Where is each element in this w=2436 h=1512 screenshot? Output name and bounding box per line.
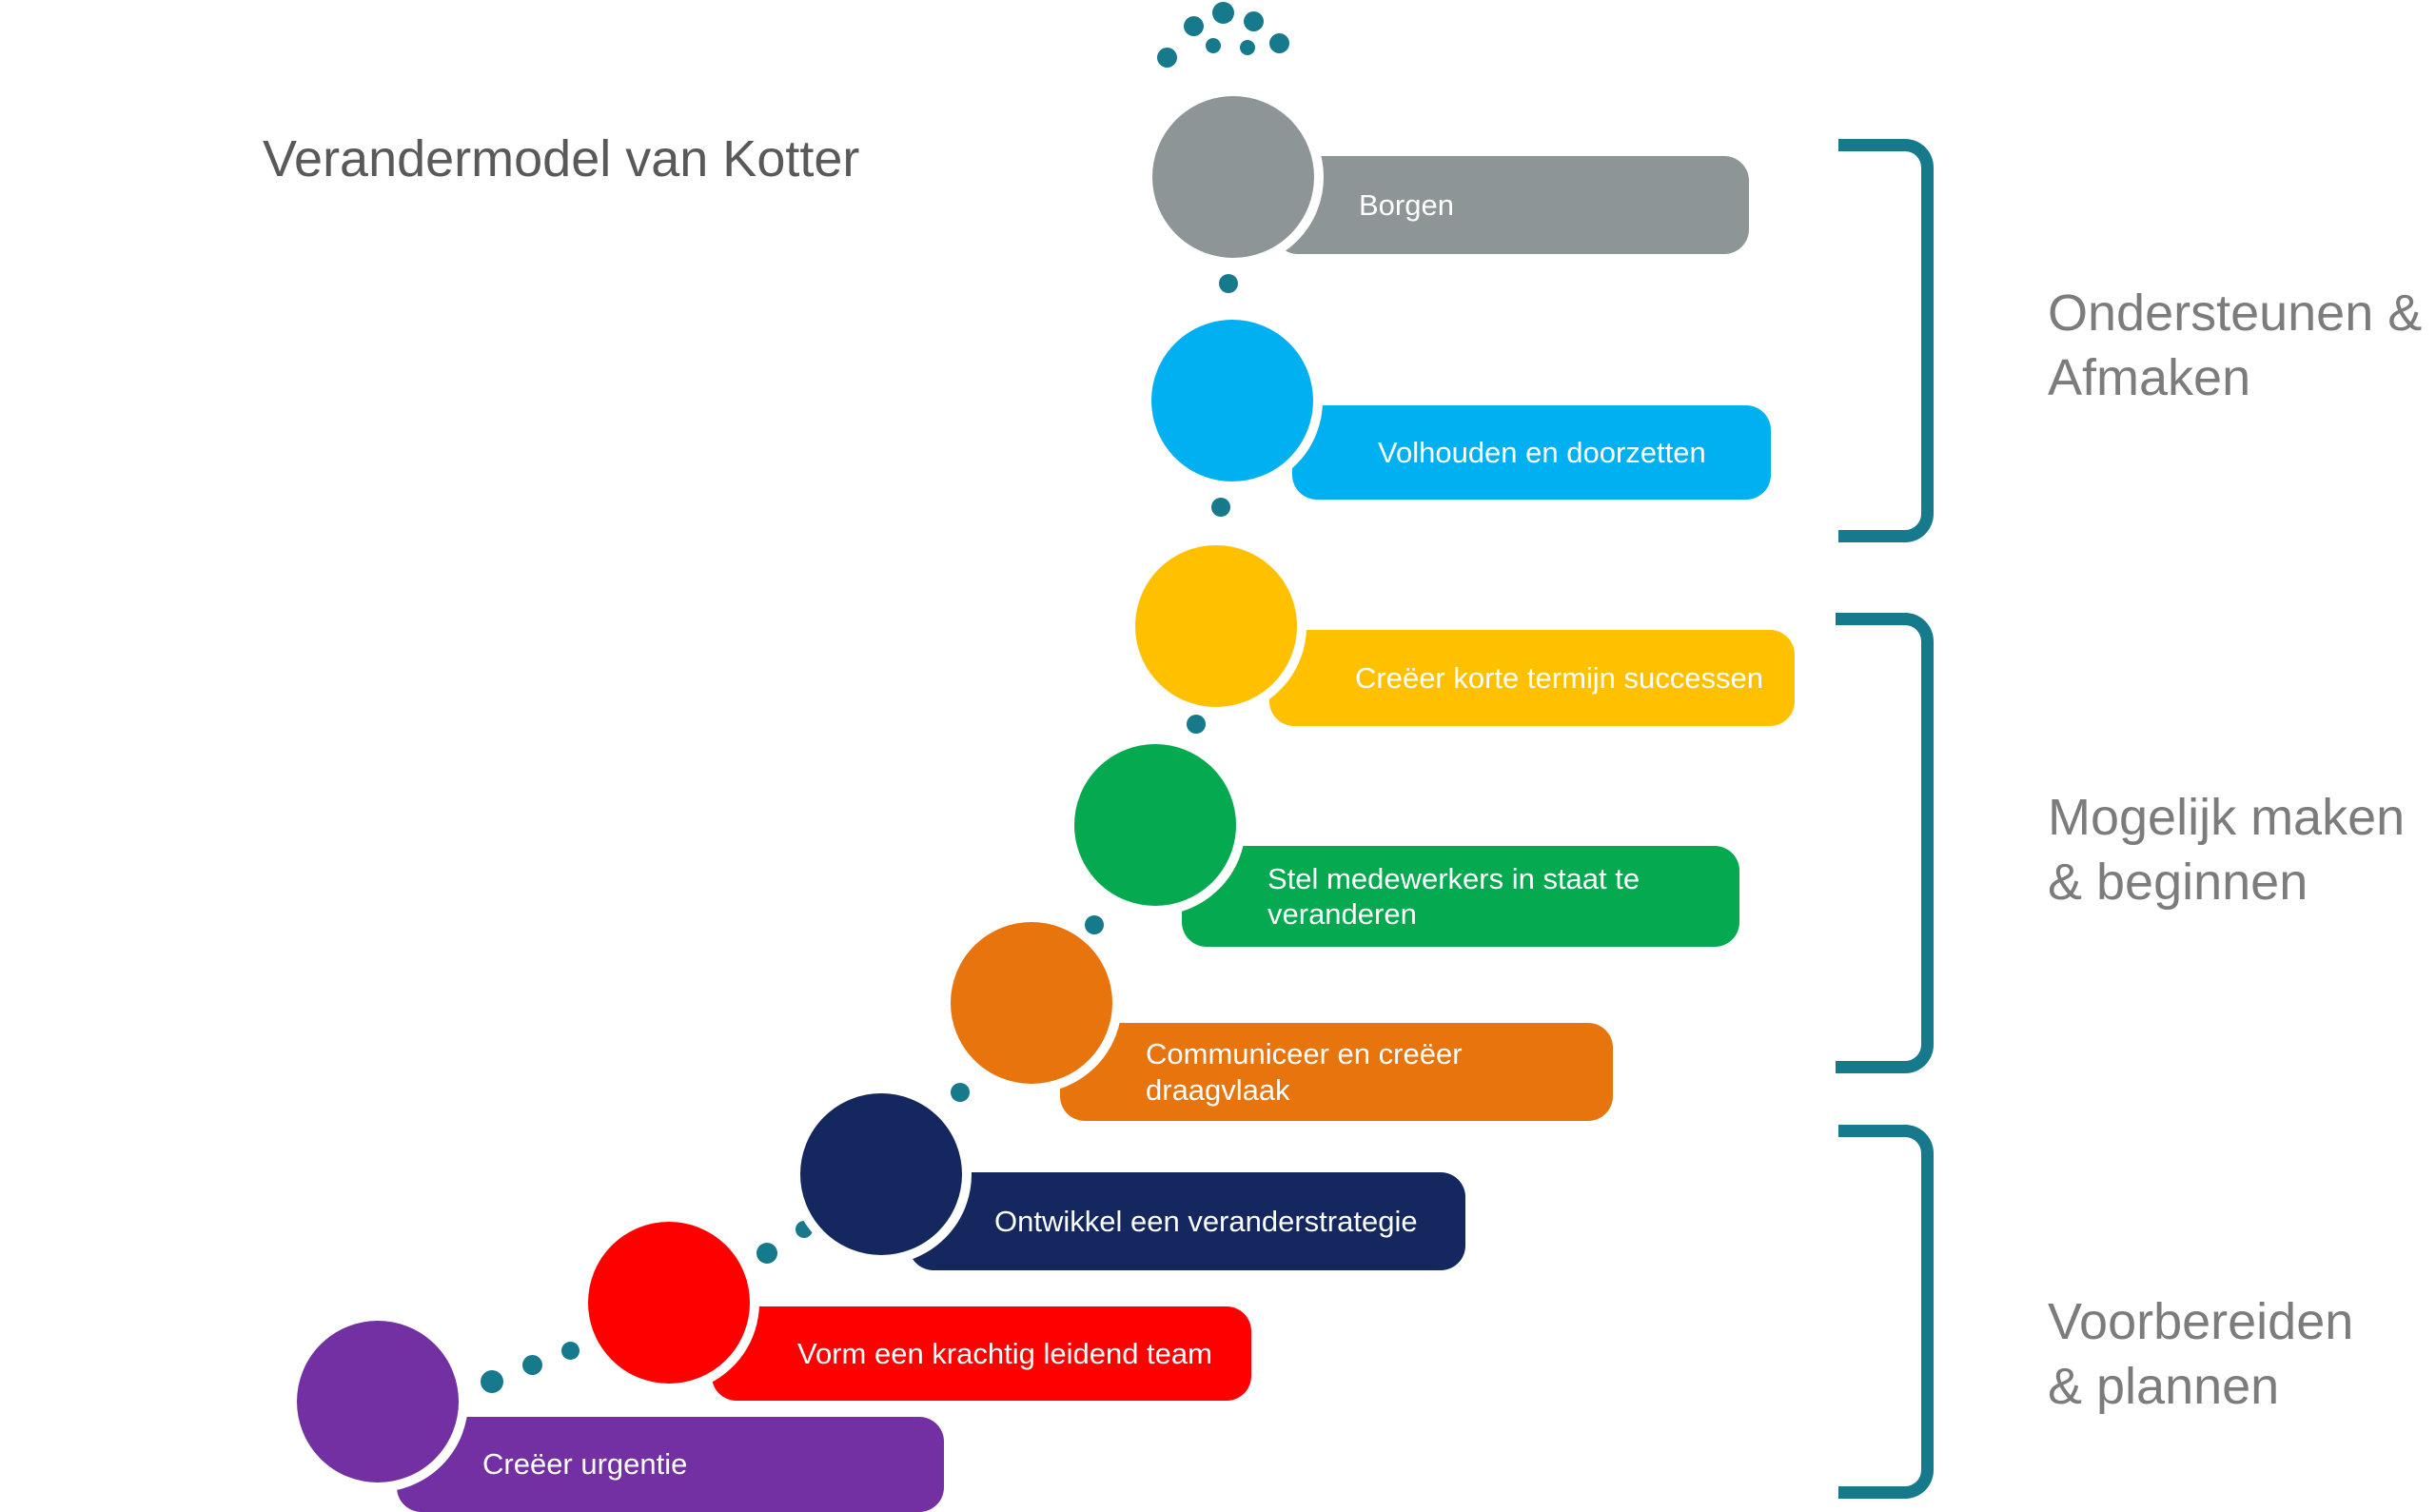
connector-dot-icon — [522, 1355, 542, 1375]
step-label: Borgen — [1359, 187, 1454, 222]
phase-label-line: Afmaken — [2048, 348, 2251, 406]
connector-dot-icon — [1157, 48, 1177, 68]
connector-dot-icon — [1212, 2, 1234, 24]
phase-label-ondersteunen-afmaken: Ondersteunen & Afmaken — [2048, 282, 2422, 410]
phase-bracket-ondersteunen-afmaken — [1838, 139, 1934, 542]
connector-dot-icon — [1211, 498, 1230, 517]
step-label: Ontwikkel een veranderstrategie — [994, 1204, 1418, 1238]
phase-label-line: & beginnen — [2048, 853, 2308, 911]
step-label: Creëer korte termijn successen — [1355, 660, 1763, 695]
step-bar: Vorm een krachtig leidend team — [712, 1306, 1251, 1401]
step-label: Creëer urgentie — [482, 1447, 688, 1481]
diagram-title: Verandermodel van Kotter — [263, 130, 860, 187]
connector-dot-icon — [1269, 33, 1289, 53]
connector-dot-icon — [1085, 915, 1104, 934]
step-bar: Borgen — [1273, 156, 1749, 254]
step-bar: Communiceer en creëer draagvlaak — [1060, 1023, 1613, 1121]
step-label: Vorm een krachtig leidend team — [797, 1336, 1212, 1370]
step-label: Volhouden en doorzetten — [1378, 435, 1706, 469]
step-circle — [1126, 536, 1306, 717]
connector-dot-icon — [1206, 38, 1221, 53]
connector-dot-icon — [756, 1243, 777, 1264]
step-circle — [941, 913, 1122, 1093]
step-label: Communiceer en creëer draagvlaak — [1146, 1037, 1463, 1107]
phase-bracket-voorbereiden-plannen — [1838, 1125, 1934, 1499]
phase-label-mogelijk-maken-beginnen: Mogelijk maken & beginnen — [2048, 786, 2405, 914]
step-circle — [287, 1311, 468, 1492]
connector-dot-icon — [561, 1342, 580, 1360]
connector-dot-icon — [481, 1370, 503, 1393]
step-bar: Volhouden en doorzetten — [1292, 405, 1771, 500]
step-circle — [1143, 87, 1324, 267]
step-bar: Creëer korte termijn successen — [1269, 630, 1795, 726]
phase-label-line: Voorbereiden — [2048, 1293, 2354, 1350]
connector-dot-icon — [1240, 40, 1255, 55]
step-circle — [579, 1212, 759, 1393]
phase-label-line: Mogelijk maken — [2048, 789, 2406, 846]
connector-dot-icon — [1184, 16, 1204, 36]
phase-label-line: Ondersteunen & — [2048, 285, 2423, 342]
step-circle — [1142, 310, 1323, 491]
phase-label-voorbereiden-plannen: Voorbereiden & plannen — [2048, 1290, 2353, 1419]
step-circle — [791, 1084, 972, 1265]
connector-dot-icon — [1219, 274, 1238, 293]
step-bar: Creëer urgentie — [397, 1417, 944, 1512]
step-label: Stel medewerkers in staat te veranderen — [1267, 861, 1640, 931]
phase-label-line: & plannen — [2048, 1357, 2280, 1415]
step-bar: Stel medewerkers in staat te veranderen — [1182, 846, 1739, 947]
connector-dot-icon — [951, 1083, 970, 1102]
connector-dot-icon — [1187, 715, 1206, 734]
step-circle — [1065, 735, 1246, 915]
phase-bracket-mogelijk-maken-beginnen — [1836, 613, 1934, 1073]
step-bar: Ontwikkel een veranderstrategie — [909, 1172, 1465, 1270]
connector-dot-icon — [1244, 11, 1264, 31]
